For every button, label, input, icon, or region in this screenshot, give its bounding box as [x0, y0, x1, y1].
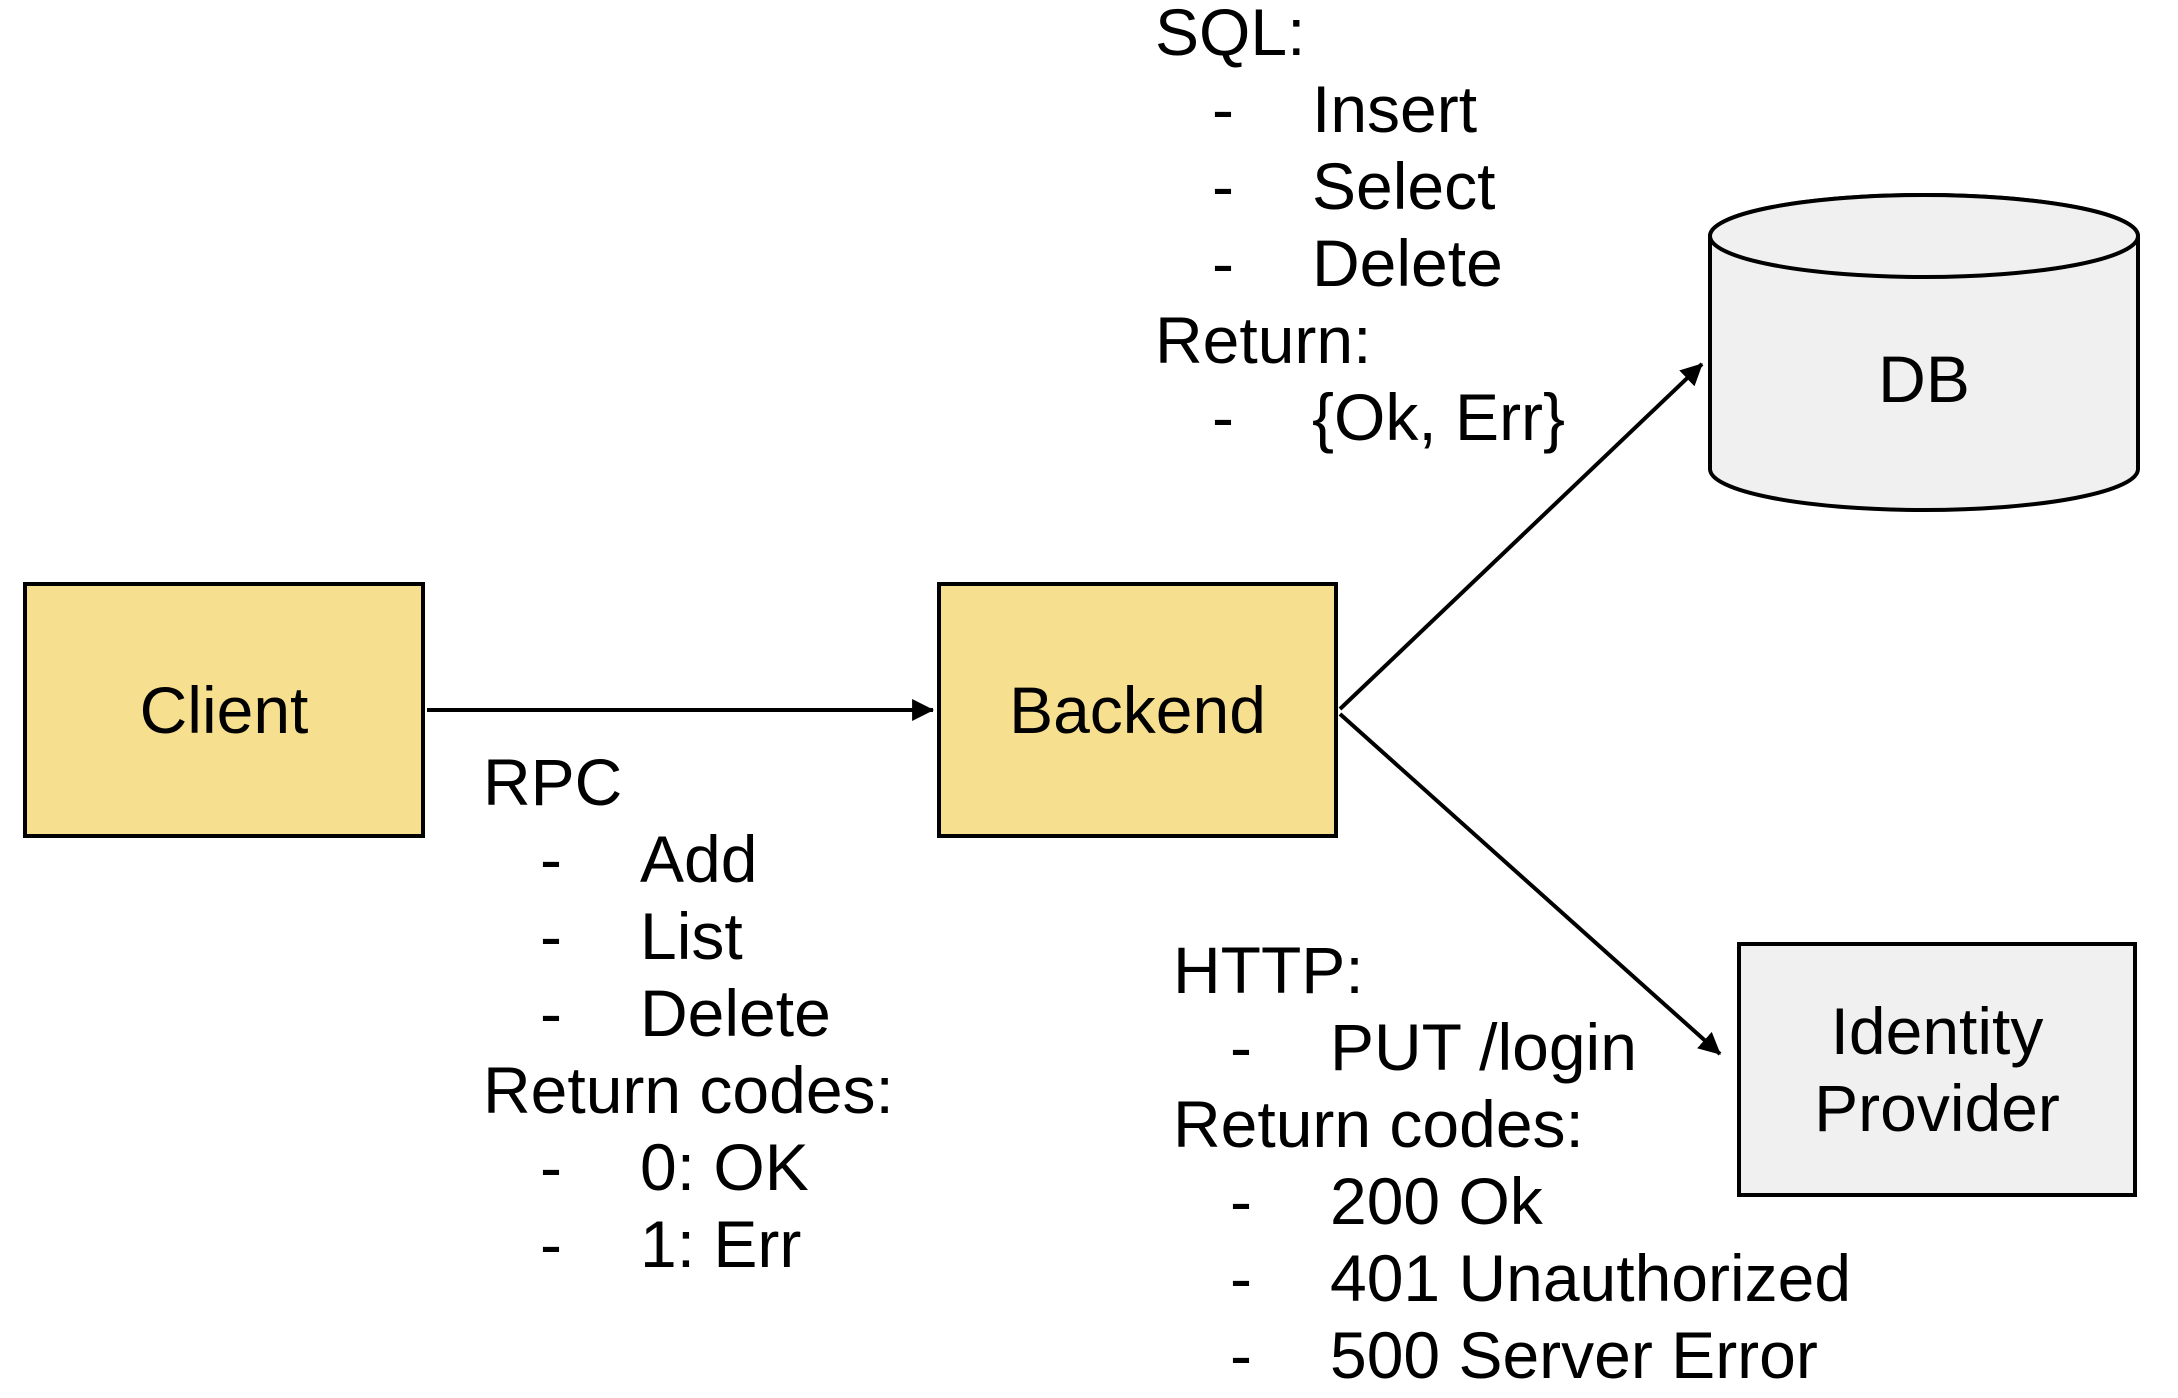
- http-return-code-401: - 401 Unauthorized: [1173, 1240, 1851, 1317]
- bullet-dash: -: [1212, 72, 1234, 146]
- http-return-code-500: - 500 Server Error: [1173, 1317, 1851, 1394]
- sql-bullet-insert: - Insert: [1155, 71, 1565, 148]
- rpc-return-code-ok: - 0: OK: [483, 1129, 894, 1206]
- bullet-dash: -: [1212, 226, 1234, 300]
- rpc-return-code-err: - 1: Err: [483, 1206, 894, 1283]
- client-label: Client: [139, 672, 309, 747]
- http-return-code-200: - 200 Ok: [1173, 1163, 1851, 1240]
- bullet-dash: -: [540, 1207, 562, 1281]
- bullet-dash: -: [540, 822, 562, 896]
- bullet-dash: -: [1230, 1164, 1252, 1238]
- identity-provider-label: Identity Provider: [1814, 993, 2060, 1145]
- rpc-bullet-add: - Add: [483, 821, 894, 898]
- http-bullet-put-login: - PUT /login: [1173, 1009, 1851, 1086]
- bullet-dash: -: [540, 899, 562, 973]
- db-cylinder: [1708, 193, 2140, 512]
- http-title: HTTP:: [1173, 933, 1364, 1007]
- rpc-annotation: RPC - Add - List - Delete Return codes: …: [483, 744, 894, 1283]
- rpc-return-codes-title: Return codes:: [483, 1053, 894, 1127]
- node-client: Client: [23, 582, 425, 838]
- bullet-dash: -: [1212, 380, 1234, 454]
- rpc-title: RPC: [483, 745, 623, 819]
- node-backend: Backend: [937, 582, 1338, 838]
- sql-bullet-delete: - Delete: [1155, 225, 1565, 302]
- bullet-dash: -: [540, 1130, 562, 1204]
- sql-title: SQL:: [1155, 0, 1306, 69]
- bullet-dash: -: [1230, 1010, 1252, 1084]
- sql-annotation: SQL: - Insert - Select - Delete Return: …: [1155, 0, 1565, 456]
- http-annotation: HTTP: - PUT /login Return codes: - 200 O…: [1173, 932, 1851, 1394]
- backend-label: Backend: [1009, 672, 1266, 747]
- sql-return-title: Return:: [1155, 303, 1372, 377]
- bullet-dash: -: [1230, 1318, 1252, 1392]
- rpc-bullet-delete: - Delete: [483, 975, 894, 1052]
- http-return-codes-title: Return codes:: [1173, 1087, 1584, 1161]
- sql-return-ok-err: - {Ok, Err}: [1155, 379, 1565, 456]
- arrow-backend-to-db: [1338, 362, 1704, 711]
- node-identity-provider: Identity Provider: [1737, 942, 2137, 1197]
- bullet-dash: -: [540, 976, 562, 1050]
- bullet-dash: -: [1212, 149, 1234, 223]
- db-label: DB: [1878, 342, 1970, 416]
- rpc-bullet-list: - List: [483, 898, 894, 975]
- bullet-dash: -: [1230, 1241, 1252, 1315]
- sql-bullet-select: - Select: [1155, 148, 1565, 225]
- arrow-backend-to-identity-provider: [1338, 712, 1722, 1056]
